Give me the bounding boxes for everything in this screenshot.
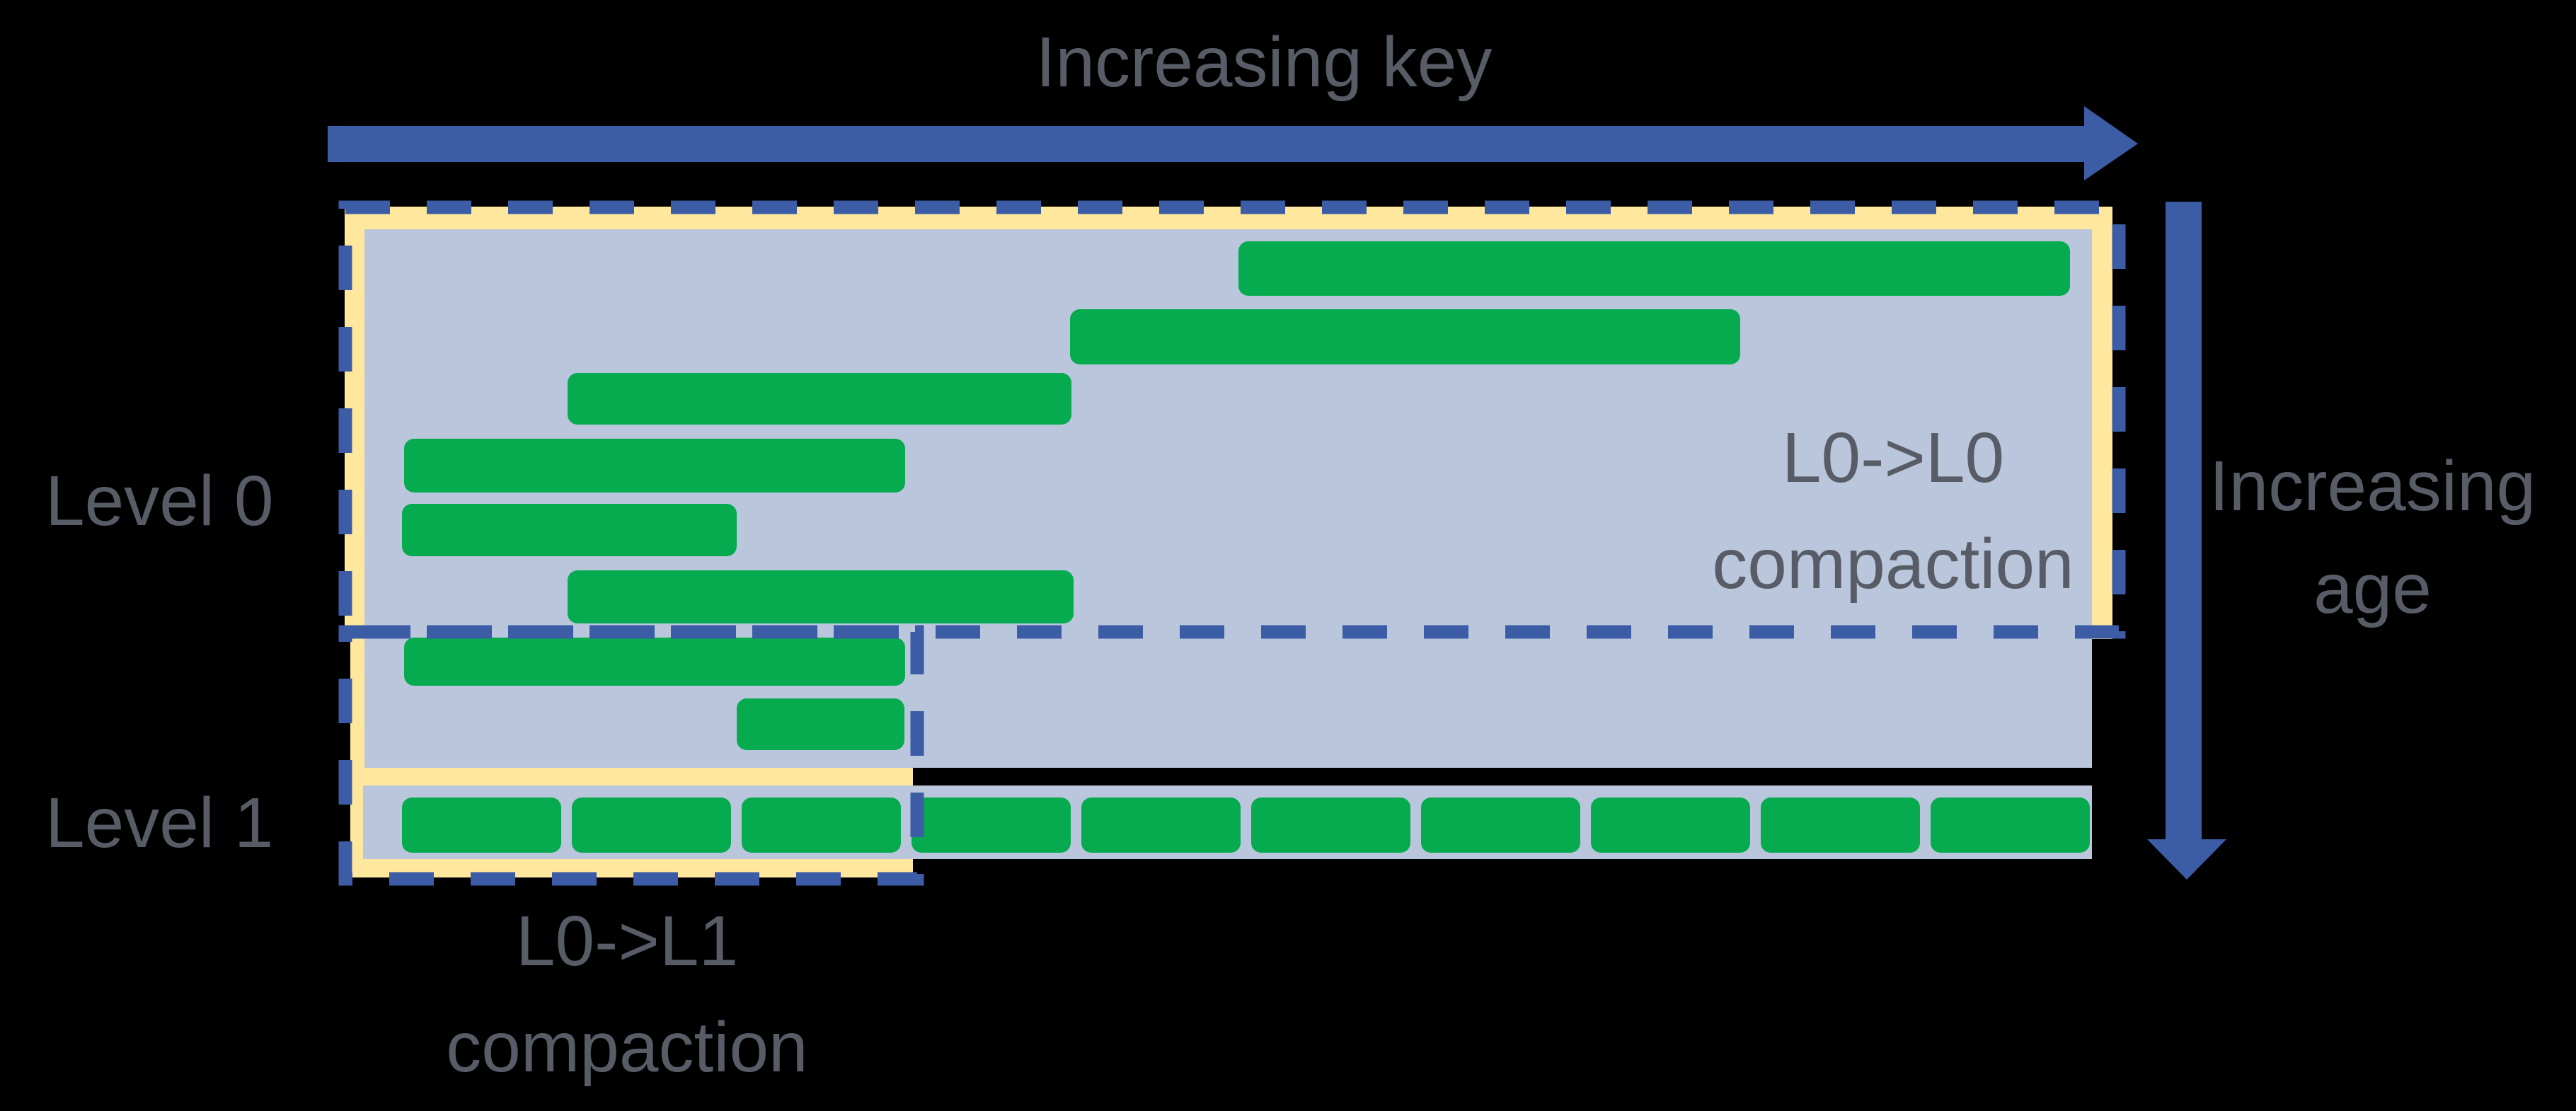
down-arrow-head-icon xyxy=(2147,839,2226,880)
increasing-age-label: Increasing age xyxy=(2190,435,2555,640)
level1-sstable-bar xyxy=(572,798,731,853)
increasing-age-label-line2: age xyxy=(2313,549,2432,628)
level0-sstable-bar xyxy=(737,698,904,750)
level0-sstable-bar xyxy=(568,570,1074,623)
level0-sstable-bar xyxy=(568,373,1071,425)
level1-label: Level 1 xyxy=(45,783,274,863)
level0-sstable-bar xyxy=(404,638,905,686)
level1-sstable-bar xyxy=(1081,798,1241,853)
level0-sstable-bar xyxy=(1070,309,1740,364)
level0-sstable-bar xyxy=(1238,241,2070,296)
right-arrow-shaft xyxy=(328,126,2084,162)
level0-sstable-bar xyxy=(404,439,905,493)
level1-sstable-bar xyxy=(1591,798,1750,853)
level1-sstable-bar xyxy=(742,798,901,853)
down-arrow-shaft xyxy=(2166,202,2202,841)
l0-l0-compaction-label-line1: L0->L0 xyxy=(1781,418,2005,497)
level1-sstable-bar xyxy=(1931,798,2090,853)
level1-sstable-bar xyxy=(912,798,1071,853)
l0-l1-compaction-label: L0->L1 compaction xyxy=(422,888,832,1100)
level1-sstable-bar xyxy=(1421,798,1580,853)
increasing-key-label: Increasing key xyxy=(1035,23,1493,102)
l0-l0-compaction-label: L0->L0 compaction xyxy=(1688,405,2098,617)
level0-label: Level 0 xyxy=(45,461,274,541)
right-arrow-head-icon xyxy=(2084,106,2138,180)
level0-sstable-bar xyxy=(402,504,737,556)
l0-l0-compaction-label-line2: compaction xyxy=(1712,524,2074,604)
l0-l1-compaction-label-line2: compaction xyxy=(446,1008,808,1087)
level1-sstable-bar xyxy=(1251,798,1410,853)
l0-l1-compaction-dashed-box xyxy=(338,625,924,886)
level1-sstable-bar xyxy=(1761,798,1920,853)
increasing-key-arrow xyxy=(328,106,2138,180)
increasing-age-arrow xyxy=(2147,202,2226,880)
l0-l0-compaction-dashed-box xyxy=(338,200,2126,639)
l0-l1-compaction-label-line1: L0->L1 xyxy=(515,902,739,981)
increasing-age-label-line1: Increasing xyxy=(2209,447,2536,526)
level1-sstable-bar xyxy=(402,798,561,853)
